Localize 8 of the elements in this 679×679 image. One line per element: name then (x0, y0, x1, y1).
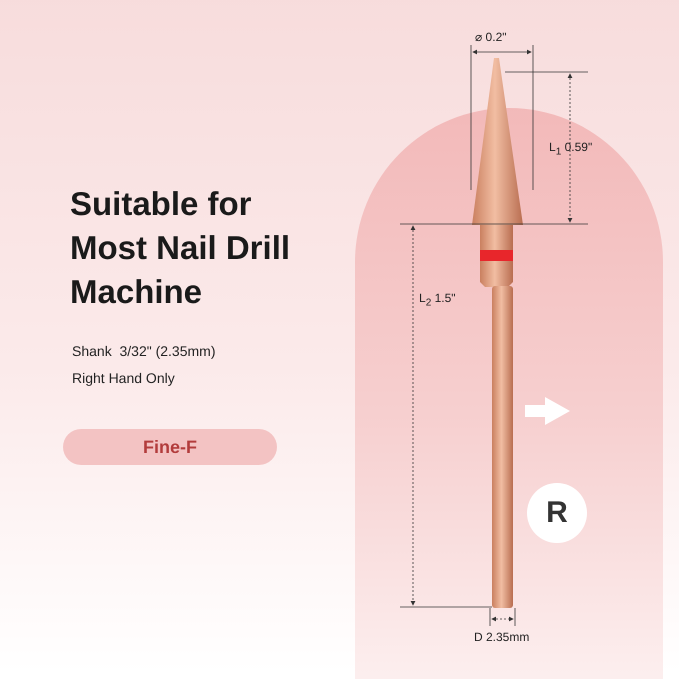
spec-text: Shank 3/32" (2.35mm) (72, 343, 216, 359)
dimension-label: D 2.35mm (474, 630, 530, 644)
dimension-label: L$_{2}$ 1.5" (419, 291, 456, 308)
headline: Suitable for Most Nail Drill Machine (70, 184, 292, 312)
spec-text: Right Hand Only (72, 370, 175, 386)
grit-label-pill: Fine-F (63, 429, 277, 465)
dimension-label: L$_{1}$ 0.59" (549, 140, 592, 158)
dimension-label: ⌀ 0.2" (475, 30, 506, 44)
